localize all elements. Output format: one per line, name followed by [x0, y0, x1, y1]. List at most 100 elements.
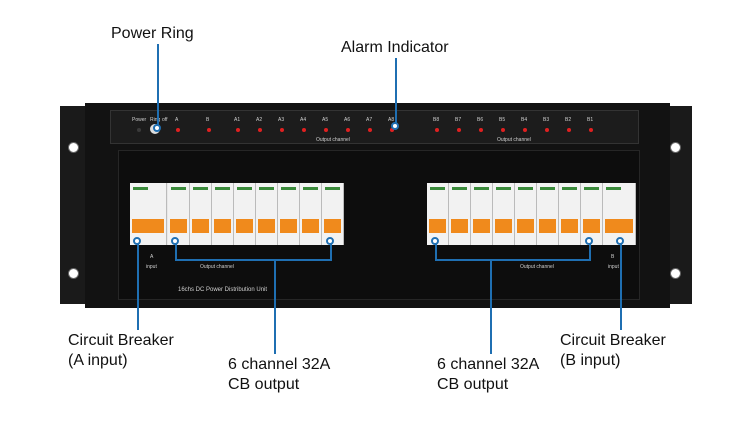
off-label: off: [162, 117, 168, 123]
marker-output-b-end: [585, 237, 593, 245]
marker-power-ring: [153, 124, 161, 132]
channel-led-b7: [457, 128, 461, 132]
callout-cb-b-title: Circuit Breaker: [560, 332, 666, 349]
a-label: A: [175, 117, 179, 123]
leader-power-ring: [157, 44, 159, 128]
power-led: [137, 128, 141, 132]
breaker-a4[interactable]: [234, 183, 256, 245]
callout-output-a-sub: CB output: [228, 376, 300, 393]
marker-output-a-end: [326, 237, 334, 245]
mount-hole: [670, 142, 681, 153]
channel-label-b4: B4: [521, 117, 528, 123]
channel-label-a5: A5: [322, 117, 329, 123]
leader-output-a: [274, 260, 276, 354]
channel-led-a4: [302, 128, 306, 132]
breaker-b3[interactable]: [537, 183, 559, 245]
callout-output-b-sub: CB output: [437, 376, 509, 393]
breaker-b6[interactable]: [471, 183, 493, 245]
breaker-bank-a: [130, 183, 344, 245]
output-channel-b-label: Output channel: [497, 137, 531, 143]
breaker-a8[interactable]: [322, 183, 344, 245]
breaker-bank-b: [427, 183, 636, 245]
breaker-b7[interactable]: [449, 183, 471, 245]
bottom-a-output-label: Output channel: [200, 264, 234, 270]
channel-label-a7: A7: [366, 117, 373, 123]
channel-led-b3: [545, 128, 549, 132]
b-label: B: [206, 117, 210, 123]
marker-cb-a: [133, 237, 141, 245]
channel-led-b6: [479, 128, 483, 132]
breaker-a6[interactable]: [278, 183, 300, 245]
bracket-a-left: [175, 244, 177, 260]
mount-hole: [68, 268, 79, 279]
breaker-a7[interactable]: [300, 183, 322, 245]
bottom-a-label: A: [150, 254, 154, 260]
channel-led-a5: [324, 128, 328, 132]
output-channel-a-label: Output channel: [316, 137, 350, 143]
leader-alarm: [395, 58, 397, 126]
bracket-a-base: [175, 259, 332, 261]
channel-led-b8: [435, 128, 439, 132]
channel-label-b8: B8: [433, 117, 440, 123]
breaker-a-input[interactable]: [130, 183, 167, 245]
callout-alarm-indicator: Alarm Indicator: [341, 39, 449, 56]
breaker-b5[interactable]: [493, 183, 515, 245]
leader-cb-a: [137, 244, 139, 330]
unit-name-label: 16chs DC Power Distribution Unit: [178, 287, 268, 293]
channel-led-b5: [501, 128, 505, 132]
breaker-b-input[interactable]: [603, 183, 636, 245]
leader-cb-b: [620, 244, 622, 330]
alarm-led-b: [207, 128, 211, 132]
channel-label-b1: B1: [587, 117, 594, 123]
marker-output-b-start: [431, 237, 439, 245]
channel-led-b4: [523, 128, 527, 132]
mount-hole: [68, 142, 79, 153]
callout-output-b-title: 6 channel 32A: [437, 356, 540, 373]
callout-cb-a-title: Circuit Breaker: [68, 332, 174, 349]
alarm-led-a: [176, 128, 180, 132]
ring-label: Ring: [150, 117, 161, 123]
marker-alarm: [391, 122, 399, 130]
breaker-a5[interactable]: [256, 183, 278, 245]
indicator-panel: [110, 110, 639, 144]
input-b-label: input: [608, 264, 619, 270]
channel-label-a1: A1: [234, 117, 241, 123]
callout-power-ring: Power Ring: [111, 25, 194, 42]
channel-label-a6: A6: [344, 117, 351, 123]
channel-label-b6: B6: [477, 117, 484, 123]
leader-output-b: [490, 260, 492, 354]
channel-label-a8: A8: [388, 117, 395, 123]
channel-label-b7: B7: [455, 117, 462, 123]
marker-output-a-start: [171, 237, 179, 245]
channel-led-b1: [589, 128, 593, 132]
input-a-label: input: [146, 264, 157, 270]
marker-cb-b: [616, 237, 624, 245]
channel-led-a7: [368, 128, 372, 132]
breaker-a3[interactable]: [212, 183, 234, 245]
breaker-b1[interactable]: [581, 183, 603, 245]
breaker-b2[interactable]: [559, 183, 581, 245]
channel-label-a4: A4: [300, 117, 307, 123]
callout-cb-b-sub: (B input): [560, 352, 621, 369]
channel-led-a2: [258, 128, 262, 132]
channel-led-b2: [567, 128, 571, 132]
callout-cb-a-sub: (A input): [68, 352, 128, 369]
channel-label-a3: A3: [278, 117, 285, 123]
mount-hole: [670, 268, 681, 279]
channel-label-a2: A2: [256, 117, 263, 123]
channel-led-a3: [280, 128, 284, 132]
channel-label-b5: B5: [499, 117, 506, 123]
bracket-a-right: [330, 244, 332, 260]
channel-led-a1: [236, 128, 240, 132]
breaker-a2[interactable]: [190, 183, 212, 245]
bottom-b-label: B: [611, 254, 615, 260]
channel-led-a6: [346, 128, 350, 132]
bracket-b-left: [435, 244, 437, 260]
callout-output-a-title: 6 channel 32A: [228, 356, 331, 373]
channel-led-a8: [390, 128, 394, 132]
breaker-b8[interactable]: [427, 183, 449, 245]
breaker-b4[interactable]: [515, 183, 537, 245]
bracket-b-base: [435, 259, 591, 261]
bottom-b-output-label: Output channel: [520, 264, 554, 270]
breaker-a1[interactable]: [168, 183, 190, 245]
